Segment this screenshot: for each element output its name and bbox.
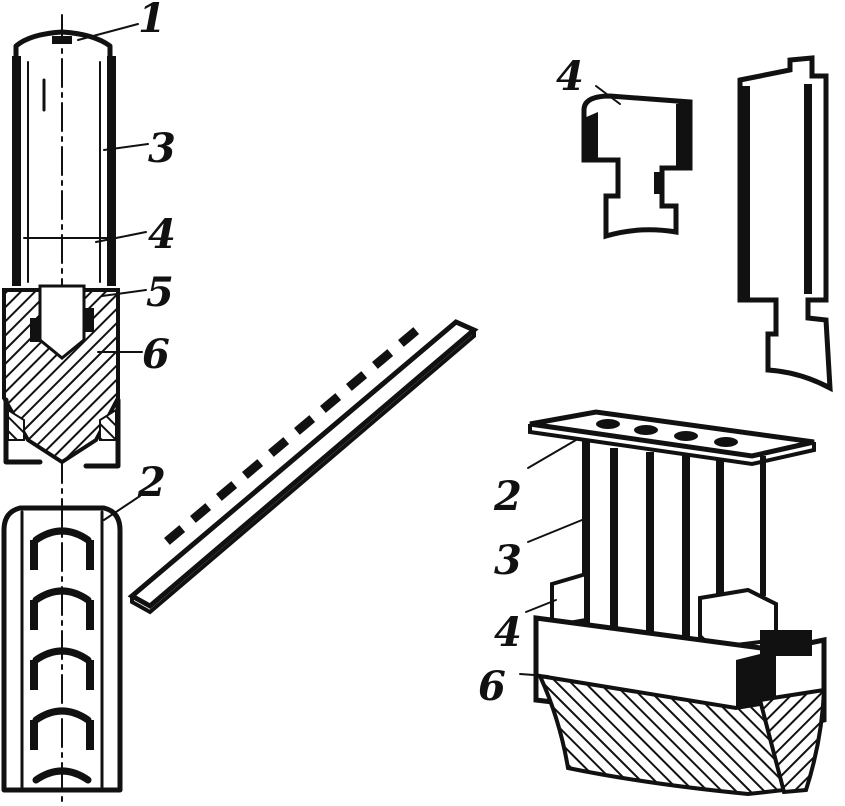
label-left-5: 5 (146, 269, 174, 316)
label-left-2: 2 (137, 459, 166, 506)
label-bottom-right-3: 3 (494, 537, 522, 584)
left-shaft-assembly (2, 14, 149, 806)
label-bottom-right-6: 6 (478, 663, 506, 710)
bladed-cylinder (1, 495, 141, 793)
bottom-assembly (519, 409, 827, 797)
perforated-strip (127, 319, 479, 615)
label-left-4: 4 (148, 211, 176, 258)
label-left-6: 6 (142, 331, 170, 378)
label-top-right-4: 4 (556, 53, 584, 100)
label-bottom-right-2: 2 (493, 473, 522, 520)
small-block-part (581, 85, 693, 240)
label-bottom-right-4: 4 (494, 609, 522, 656)
label-left-1: 1 (138, 0, 166, 42)
label-left-3: 3 (148, 125, 176, 172)
tall-plate-part (737, 55, 833, 393)
